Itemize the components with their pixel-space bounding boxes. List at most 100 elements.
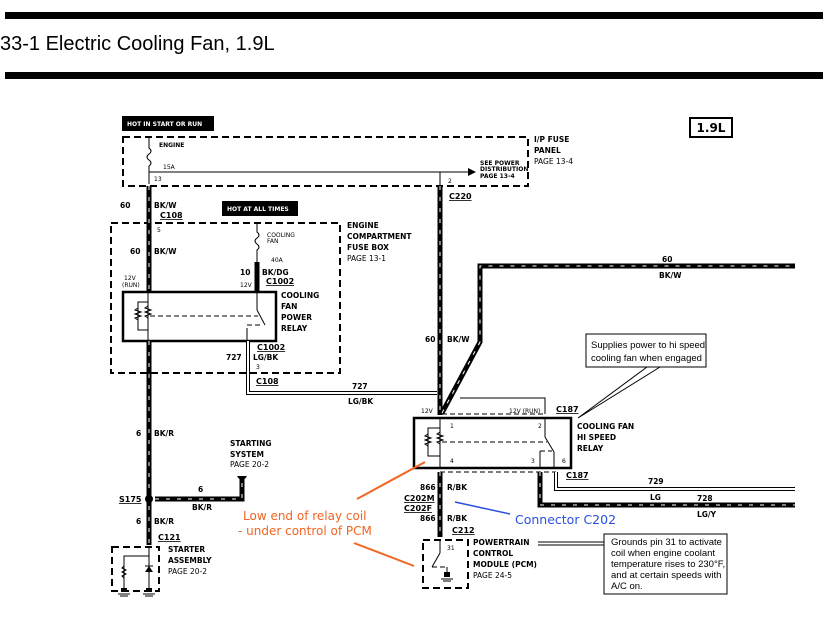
starter-assembly-label: STARTER ASSEMBLY PAGE 20-2 xyxy=(168,545,212,576)
svg-text:HOT IN START OR RUN: HOT IN START OR RUN xyxy=(127,121,202,128)
wire-727-lgbk xyxy=(246,341,437,395)
svg-text:PAGE 20-2: PAGE 20-2 xyxy=(168,567,207,576)
svg-text:HOT AT ALL TIMES: HOT AT ALL TIMES xyxy=(227,206,289,213)
wire-6-bkr-horizontal xyxy=(155,480,245,502)
svg-text:LG: LG xyxy=(650,493,661,502)
svg-text:BK/W: BK/W xyxy=(659,271,682,280)
svg-text:PAGE 24-5: PAGE 24-5 xyxy=(473,571,512,580)
svg-text:SYSTEM: SYSTEM xyxy=(230,450,264,459)
svg-text:BK/W: BK/W xyxy=(154,201,177,210)
annotation-low-end-relay-coil: Low end of relay coil - under control of… xyxy=(238,461,426,567)
svg-text:3: 3 xyxy=(256,364,260,371)
svg-text:6: 6 xyxy=(562,458,566,465)
hi-speed-relay-label: COOLING FAN HI SPEED RELAY xyxy=(577,422,634,453)
svg-text:60: 60 xyxy=(425,335,435,344)
note-grounds-pin-31: Grounds pin 31 to activate coil when eng… xyxy=(538,533,728,595)
svg-text:COOLING: COOLING xyxy=(267,232,295,239)
svg-text:13: 13 xyxy=(154,176,162,183)
svg-text:coil when engine coolant: coil when engine coolant xyxy=(611,548,715,559)
svg-text:15A: 15A xyxy=(163,164,176,171)
svg-text:DISTRIBUTION: DISTRIBUTION xyxy=(480,166,528,173)
svg-text:727: 727 xyxy=(352,382,368,391)
svg-text:6: 6 xyxy=(198,485,203,494)
svg-text:2: 2 xyxy=(448,178,452,185)
svg-text:4: 4 xyxy=(450,458,454,465)
svg-text:POWER: POWER xyxy=(281,313,312,322)
svg-text:6: 6 xyxy=(136,429,141,438)
engine-fuse-box-label: ENGINE COMPARTMENT FUSE BOX PAGE 13-1 xyxy=(347,221,412,263)
svg-text:10: 10 xyxy=(240,268,250,277)
engine-fuse-box xyxy=(110,222,341,374)
relay-switch-icon xyxy=(246,292,266,341)
badge-hot-all-times: HOT AT ALL TIMES xyxy=(222,201,298,216)
svg-text:temperature rises to 230°F,: temperature rises to 230°F, xyxy=(611,559,725,570)
ip-fuse-panel-label: I/P FUSE PANEL PAGE 13-4 xyxy=(534,135,573,166)
svg-text:6: 6 xyxy=(136,517,141,526)
svg-text:728: 728 xyxy=(697,494,713,503)
svg-text:Supplies power to hi speed: Supplies power to hi speed xyxy=(591,340,705,351)
svg-text:12V: 12V xyxy=(124,275,137,282)
svg-text:FUSE BOX: FUSE BOX xyxy=(347,243,389,252)
svg-text:866: 866 xyxy=(420,483,436,492)
svg-text:POWERTRAIN: POWERTRAIN xyxy=(473,538,529,547)
svg-text:I/P FUSE: I/P FUSE xyxy=(534,135,569,144)
svg-text:RELAY: RELAY xyxy=(281,324,308,333)
svg-text:BK/R: BK/R xyxy=(154,429,174,438)
svg-text:COOLING FAN: COOLING FAN xyxy=(577,422,634,431)
header-rule-bottom xyxy=(5,72,823,79)
svg-text:BK/R: BK/R xyxy=(192,503,212,512)
svg-text:LG/Y: LG/Y xyxy=(697,510,717,519)
relay-coil-icon xyxy=(133,292,153,341)
svg-text:MODULE (PCM): MODULE (PCM) xyxy=(473,560,537,569)
svg-text:Low end of relay coil: Low end of relay coil xyxy=(243,509,367,523)
svg-text:12V (RUN): 12V (RUN) xyxy=(509,408,540,415)
svg-text:RELAY: RELAY xyxy=(577,444,604,453)
svg-text:ASSEMBLY: ASSEMBLY xyxy=(168,556,212,565)
svg-text:C212: C212 xyxy=(452,526,475,535)
hi-relay-coil-icon xyxy=(423,418,445,468)
wire-729-lg xyxy=(554,472,795,491)
arrow-right-icon xyxy=(468,168,476,176)
svg-text:FAN: FAN xyxy=(267,238,279,245)
svg-text:C187: C187 xyxy=(566,471,589,480)
svg-text:60: 60 xyxy=(130,247,140,256)
svg-text:BK/W: BK/W xyxy=(154,247,177,256)
cooling-fan-power-relay xyxy=(121,290,278,343)
page-title: 33-1 Electric Cooling Fan, 1.9L xyxy=(0,33,275,55)
svg-text:31: 31 xyxy=(447,545,455,552)
connector-c108-top: C108 xyxy=(160,211,183,220)
hi-relay-switch-icon xyxy=(539,418,555,468)
svg-text:1: 1 xyxy=(450,423,454,430)
splice-s175 xyxy=(145,495,153,503)
svg-text:STARTING: STARTING xyxy=(230,439,272,448)
svg-text:(RUN): (RUN) xyxy=(122,282,140,289)
svg-text:40A: 40A xyxy=(271,257,284,264)
svg-text:727: 727 xyxy=(226,353,242,362)
pcm-switch-icon xyxy=(431,540,453,582)
svg-text:R/BK: R/BK xyxy=(447,514,468,523)
svg-text:ENGINE: ENGINE xyxy=(347,221,379,230)
power-relay-label: COOLING FAN POWER RELAY xyxy=(281,291,319,333)
svg-text:FAN: FAN xyxy=(281,302,297,311)
svg-text:BK/DG: BK/DG xyxy=(262,268,289,277)
svg-text:SEE POWER: SEE POWER xyxy=(480,160,520,167)
svg-text:A/C on.: A/C on. xyxy=(611,581,643,592)
svg-text:729: 729 xyxy=(648,477,664,486)
pcm-box xyxy=(422,539,469,589)
svg-text:ENGINE: ENGINE xyxy=(159,142,184,149)
svg-text:60: 60 xyxy=(662,255,672,264)
svg-text:2: 2 xyxy=(538,423,542,430)
svg-text:866: 866 xyxy=(420,514,436,523)
badge-hot-start-run: HOT IN START OR RUN xyxy=(122,116,214,131)
svg-text:Grounds pin 31 to activate: Grounds pin 31 to activate xyxy=(611,537,722,548)
svg-text:PAGE 20-2: PAGE 20-2 xyxy=(230,460,269,469)
svg-text:BK/W: BK/W xyxy=(447,335,470,344)
svg-text:3: 3 xyxy=(531,458,535,465)
ip-fuse-panel-box xyxy=(122,136,529,187)
starter-motor-icon xyxy=(120,547,153,592)
svg-text:C187: C187 xyxy=(556,405,579,414)
svg-text:R/BK: R/BK xyxy=(447,483,468,492)
svg-text:C1002: C1002 xyxy=(257,343,285,352)
cooling-fan-hi-speed-relay xyxy=(412,416,573,470)
svg-text:C108: C108 xyxy=(256,377,279,386)
